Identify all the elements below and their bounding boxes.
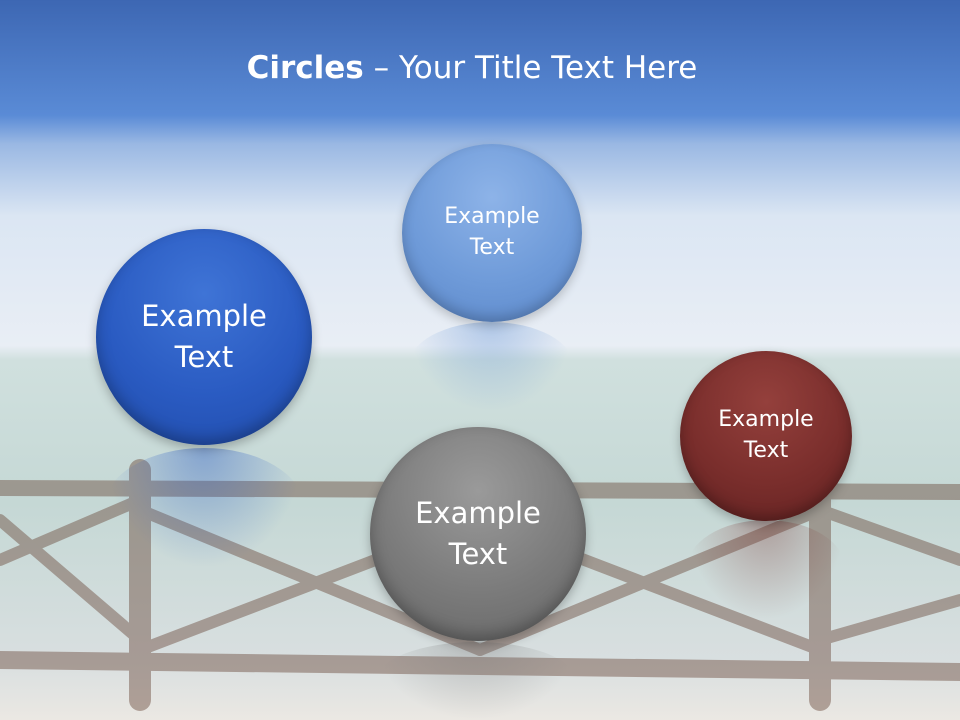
circle-red[interactable]: Example Text	[680, 351, 852, 521]
circle-blue-label: Example Text	[141, 299, 267, 374]
circle-gray-label: Example Text	[415, 496, 541, 571]
title-rest: – Your Title Text Here	[363, 50, 698, 86]
circle-red-label: Example Text	[718, 407, 814, 463]
circle-gray[interactable]: Example Text	[370, 427, 586, 641]
slide-title: Circles – Your Title Text Here	[0, 50, 944, 86]
circle-light-blue-label: Example Text	[444, 204, 540, 260]
circle-blue[interactable]: Example Text	[96, 229, 312, 445]
circle-light-blue[interactable]: Example Text	[402, 144, 582, 322]
title-bold: Circles	[246, 50, 364, 86]
